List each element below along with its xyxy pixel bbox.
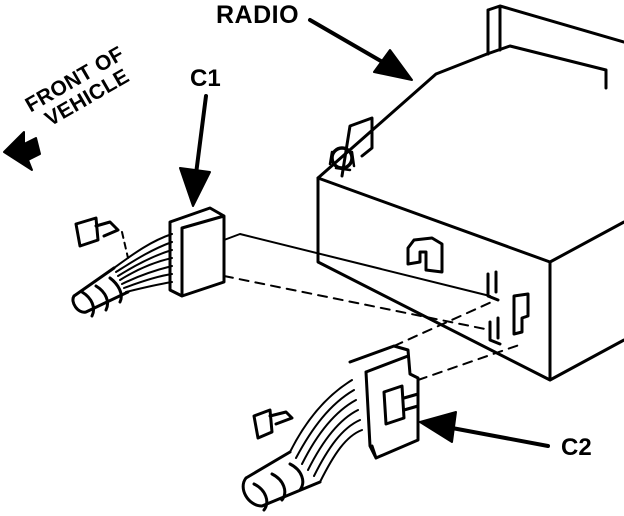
c1-label: C1 — [190, 65, 221, 92]
radio-arrowhead-icon — [373, 49, 413, 81]
c1-terminal-guide-dashed — [121, 231, 129, 259]
c1-wire-bundle — [113, 233, 173, 293]
c1-terminal-pin — [74, 216, 120, 248]
c2-wire-bundle — [289, 379, 363, 483]
radio-top-face — [316, 52, 624, 264]
mounting-bolt-thread-icon — [328, 150, 356, 172]
c2-connector — [241, 299, 523, 512]
radio-keyhole-slot-icon — [406, 236, 444, 274]
radio-rear-flange — [486, 4, 624, 56]
c2-harness-wrap — [241, 450, 322, 512]
radio-label: RADIO — [216, 1, 300, 29]
radio-unit — [316, 4, 624, 382]
radio-c2-socket-clip — [512, 292, 530, 336]
c2-arrowhead-icon — [419, 411, 457, 443]
c2-connector-housing — [348, 344, 420, 460]
radio-front-face — [316, 176, 624, 382]
c2-to-radio-dashed — [393, 299, 523, 381]
c1-arrowhead-icon — [179, 167, 211, 207]
radio-top-inner-edge — [485, 44, 608, 90]
radio-c2-socket — [486, 270, 502, 346]
c2-label: C2 — [561, 434, 592, 461]
callout-arrows — [3, 18, 550, 448]
front-of-vehicle-arrow-icon — [3, 131, 41, 171]
c1-harness-wrap — [71, 266, 130, 318]
radio-mounting-tab — [340, 116, 374, 178]
c1-connector-housing — [168, 206, 226, 298]
c1-to-radio-dashed — [223, 275, 491, 331]
radio-callout-arrow — [308, 18, 388, 66]
c1-connector — [71, 206, 491, 331]
c2-callout-arrow — [450, 426, 550, 448]
c2-connector-latch — [382, 384, 420, 426]
c1-callout-arrow — [194, 94, 208, 176]
c2-terminal-pin — [252, 408, 294, 440]
c1-cable-run-line — [223, 233, 491, 297]
